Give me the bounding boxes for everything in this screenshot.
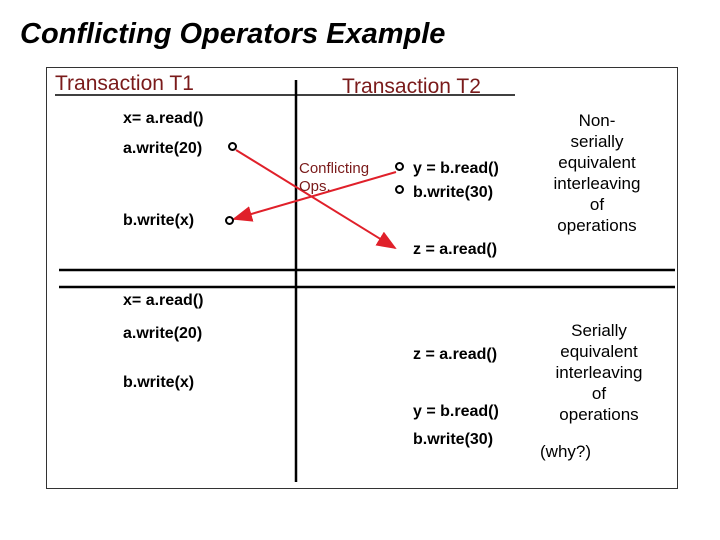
bottom-t1-op-3: b.write(x) (123, 374, 195, 391)
op-node-b-write-30 (395, 185, 404, 194)
non-serial-note-line: Non- (578, 111, 616, 130)
non-serial-note-line: operations (557, 216, 637, 235)
conflict-arrow-b (232, 171, 397, 222)
serial-note-line: equivalent (560, 342, 638, 361)
bottom-t1-op-1: x= a.read() (123, 292, 204, 309)
op-node-y-read (395, 162, 404, 171)
conflict-arrow-a (235, 149, 397, 250)
serial-note-line: operations (559, 405, 639, 424)
top-t1-op-2: a.write(20) (123, 140, 203, 157)
non-serial-note-line: of (589, 195, 605, 214)
serial-note-line: interleaving (555, 363, 643, 382)
serial-note-line: of (591, 384, 607, 403)
non-serial-note-line: interleaving (553, 174, 641, 193)
non-serial-note: Non- serially equivalent interleaving of… (536, 110, 658, 236)
top-t2-op-1: y = b.read() (413, 160, 499, 177)
serial-note-line: Serially (571, 321, 627, 340)
slide-title: Conflicting Operators Example (20, 18, 446, 50)
conflicting-label-line2: Ops. (299, 178, 331, 195)
why-note: (why?) (540, 442, 592, 461)
header-transaction-t2: Transaction T2 (342, 75, 481, 98)
serial-note: Serially equivalent interleaving of oper… (538, 320, 660, 425)
op-node-a-write (228, 142, 237, 151)
non-serial-note-line: serially (570, 132, 624, 151)
header-transaction-t1: Transaction T1 (55, 72, 194, 95)
bottom-t2-op-3: b.write(30) (413, 431, 494, 448)
bottom-t1-op-2: a.write(20) (123, 325, 203, 342)
top-t2-op-3: z = a.read() (413, 241, 498, 258)
op-node-b-write-x (225, 216, 234, 225)
conflicting-label-line1: Conflicting (299, 160, 370, 177)
top-t1-op-3: b.write(x) (123, 212, 195, 229)
top-t1-op-1: x= a.read() (123, 110, 204, 127)
bottom-t2-op-2: y = b.read() (413, 403, 499, 420)
bottom-t2-op-1: z = a.read() (413, 346, 498, 363)
diagram-frame (46, 67, 678, 489)
conflicting-ops-label: Conflicting Ops. (299, 160, 369, 196)
top-t2-op-2: b.write(30) (413, 184, 494, 201)
non-serial-note-line: equivalent (558, 153, 636, 172)
